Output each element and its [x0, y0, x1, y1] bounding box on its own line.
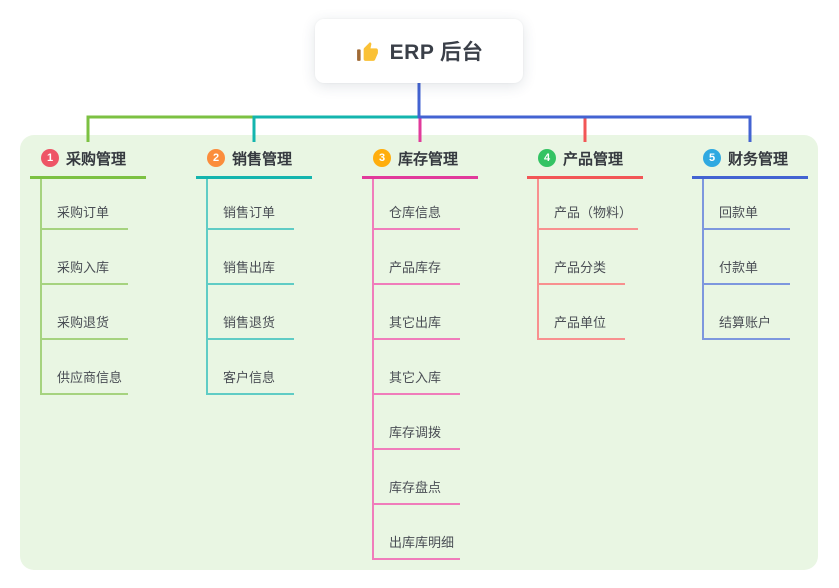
child-node[interactable]: 回款单: [702, 197, 790, 230]
branch-header[interactable]: 1 采购管理: [30, 146, 146, 179]
child-label: 产品库存: [389, 260, 442, 275]
child-node[interactable]: 供应商信息: [40, 362, 129, 395]
branch-number-badge: 4: [538, 149, 556, 167]
branch-number-badge: 5: [703, 149, 721, 167]
child-node[interactable]: 采购订单: [40, 197, 128, 230]
root-node[interactable]: ERP 后台: [315, 19, 523, 83]
child-node[interactable]: 库存盘点: [372, 472, 460, 505]
child-label: 仓库信息: [389, 205, 442, 220]
branch-number-badge: 2: [207, 149, 225, 167]
root-title: ERP 后台: [389, 41, 484, 64]
child-label: 采购订单: [57, 205, 110, 220]
child-node[interactable]: 付款单: [702, 252, 790, 285]
branch-child-connector: [537, 179, 539, 340]
branch-label: 产品管理: [563, 150, 624, 168]
child-node[interactable]: 采购退货: [40, 307, 128, 340]
branch-number-badge: 3: [373, 149, 391, 167]
branch-header[interactable]: 4 产品管理: [527, 146, 643, 179]
branch-label: 采购管理: [66, 150, 127, 168]
branch-child-connector: [372, 179, 374, 560]
child-label: 付款单: [719, 260, 759, 275]
child-node[interactable]: 销售退货: [206, 307, 294, 340]
child-label: 库存盘点: [389, 480, 442, 495]
child-node[interactable]: 仓库信息: [372, 197, 460, 230]
branch-label: 财务管理: [728, 150, 789, 168]
child-label: 出库库明细: [389, 535, 455, 550]
branch-header[interactable]: 5 财务管理: [692, 146, 808, 179]
branch-header[interactable]: 2 销售管理: [196, 146, 312, 179]
child-label: 回款单: [719, 205, 759, 220]
child-label: 销售出库: [223, 260, 276, 275]
branch-elbow-line: [252, 82, 421, 142]
child-label: 产品单位: [554, 315, 607, 330]
branch-elbow-line: [417, 82, 587, 142]
child-node[interactable]: 产品库存: [372, 252, 460, 285]
child-node[interactable]: 结算账户: [702, 307, 790, 340]
branch-number-badge: 1: [41, 149, 59, 167]
branch-elbow-line: [417, 82, 422, 142]
thumbs-up-icon: [355, 39, 380, 64]
branch-header[interactable]: 3 库存管理: [362, 146, 478, 179]
child-node[interactable]: 出库库明细: [372, 527, 461, 560]
child-label: 采购入库: [57, 260, 110, 275]
child-node[interactable]: 库存调拨: [372, 417, 460, 450]
child-node[interactable]: 产品单位: [537, 307, 625, 340]
child-label: 销售订单: [223, 205, 276, 220]
child-label: 其它入库: [389, 370, 442, 385]
child-node[interactable]: 其它出库: [372, 307, 460, 340]
child-node[interactable]: 其它入库: [372, 362, 460, 395]
child-label: 库存调拨: [389, 425, 442, 440]
branches-panel: [20, 135, 818, 570]
branch-child-connector: [702, 179, 704, 340]
child-node[interactable]: 销售出库: [206, 252, 294, 285]
branch-elbow-line: [86, 82, 421, 142]
child-label: 客户信息: [223, 370, 276, 385]
child-label: 其它出库: [389, 315, 442, 330]
child-label: 产品（物料）: [554, 205, 633, 220]
child-node[interactable]: 客户信息: [206, 362, 294, 395]
child-label: 采购退货: [57, 315, 110, 330]
branch-elbow-line: [417, 82, 752, 142]
child-node[interactable]: 产品分类: [537, 252, 625, 285]
child-label: 产品分类: [554, 260, 607, 275]
child-label: 供应商信息: [57, 370, 123, 385]
child-node[interactable]: 采购入库: [40, 252, 128, 285]
branch-label: 库存管理: [398, 150, 459, 168]
child-label: 销售退货: [223, 315, 276, 330]
child-node[interactable]: 销售订单: [206, 197, 294, 230]
branch-child-connector: [40, 179, 42, 395]
branch-label: 销售管理: [232, 150, 293, 168]
child-label: 结算账户: [719, 315, 772, 330]
child-node[interactable]: 产品（物料）: [537, 197, 639, 230]
branch-child-connector: [206, 179, 208, 395]
